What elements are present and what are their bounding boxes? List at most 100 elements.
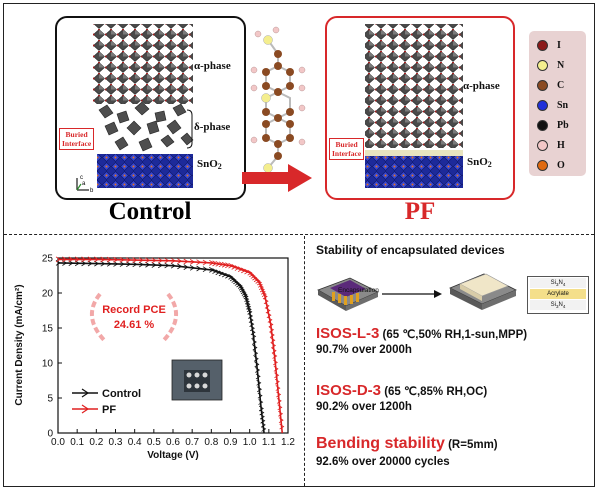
data-point-control [253, 355, 259, 362]
data-point-pf [138, 257, 144, 264]
data-point-pf [257, 281, 263, 288]
data-point-control [240, 288, 246, 295]
data-point-pf [255, 278, 261, 284]
data-point-pf [237, 266, 243, 273]
data-point-control [81, 260, 87, 267]
layer-bottom: Si3N4 [530, 300, 586, 310]
data-point-control [138, 261, 144, 268]
x-tick-label: 0.1 [70, 437, 84, 448]
x-tick-label: 0.3 [109, 437, 123, 448]
y-tick-label: 15 [42, 324, 54, 335]
data-point-control [212, 268, 218, 274]
layer-top: Si3N4 [530, 278, 586, 288]
legend-dot-C [537, 79, 548, 91]
data-point-pf [221, 261, 227, 268]
legend-item: C [537, 78, 564, 92]
data-point-pf [266, 312, 272, 319]
record-pce-badge: Record PCE 24.61 % [90, 292, 178, 342]
stability-title: Stability of encapsulated devices [316, 243, 505, 257]
data-point-pf [113, 256, 119, 263]
data-point-control [233, 278, 239, 285]
y-tick-label: 20 [42, 289, 54, 300]
encapsulation-arrowhead [434, 290, 442, 298]
data-point-pf [259, 286, 265, 293]
data-point-control [229, 275, 235, 282]
data-point-control [215, 269, 221, 276]
data-point-control [255, 367, 261, 373]
data-point-pf [81, 256, 87, 263]
data-point-control [244, 296, 250, 302]
data-point-control [256, 379, 262, 386]
data-point-pf [177, 258, 183, 264]
data-point-pf [145, 257, 151, 264]
x-tick-label: 1.2 [281, 437, 295, 448]
data-point-control [100, 260, 106, 267]
axis-a-label: a [82, 181, 86, 187]
data-point-pf [273, 359, 278, 366]
x-tick-label: 0.2 [89, 437, 103, 448]
data-point-control [234, 280, 240, 286]
data-point-control [87, 260, 93, 267]
test-isos-d3: ISOS-D-3 (65 ℃,85% RH,OC) [316, 382, 488, 399]
data-point-pf [215, 260, 221, 267]
data-point-pf [183, 258, 189, 265]
data-point-pf [100, 256, 106, 263]
control-alpha-label: α-phase [194, 60, 231, 72]
data-point-control [218, 270, 224, 277]
data-point-pf [268, 321, 274, 328]
data-point-pf [241, 267, 247, 274]
data-point-control [196, 265, 202, 272]
data-point-pf [196, 259, 202, 266]
legend-item: H [537, 138, 565, 152]
encapsulation-label: Encapsulation [338, 287, 379, 294]
laurel-left [90, 292, 106, 342]
data-point-control [151, 262, 157, 268]
data-point-control [132, 261, 138, 268]
x-tick-label: 0.4 [128, 437, 142, 448]
data-point-control [237, 283, 243, 289]
atom-legend: I N C Sn Pb H O [529, 31, 586, 176]
data-point-pf [270, 337, 276, 344]
data-point-control [238, 284, 244, 291]
data-point-pf [231, 264, 237, 270]
legend-dot-O [537, 159, 548, 171]
data-point-pf [277, 404, 283, 411]
legend-item: Sn [537, 98, 568, 112]
data-point-control [245, 301, 251, 308]
pf-sno2-label: SnO2 [467, 156, 492, 169]
data-point-pf [279, 423, 285, 430]
data-point-pf [261, 291, 267, 298]
layer-acrylate: Acrylate [530, 289, 586, 299]
data-point-pf [218, 261, 224, 268]
data-point-pf [262, 293, 268, 300]
legend-dot-I [537, 39, 548, 51]
x-tick-label: 1.0 [243, 437, 257, 448]
data-point-control [209, 267, 215, 273]
data-point-control [202, 266, 208, 273]
x-tick-label: 0.8 [204, 437, 218, 448]
data-point-control [170, 262, 176, 269]
data-point-pf [228, 262, 234, 269]
data-point-pf [62, 256, 68, 263]
data-point-control [94, 260, 100, 267]
legend-item: N [537, 58, 564, 72]
data-point-control [257, 386, 263, 393]
data-point-pf [55, 256, 61, 263]
y-tick-label: 25 [42, 254, 54, 265]
data-point-pf [278, 417, 284, 424]
data-point-control [246, 306, 252, 313]
y-axis-title: Current Density (mA/cm²) [14, 284, 25, 405]
transition-arrow [242, 164, 312, 192]
test-isos-l3-result: 90.7% over 2000h [316, 344, 412, 356]
data-point-pf [87, 256, 93, 263]
data-point-pf [263, 298, 269, 305]
data-point-pf [276, 391, 282, 398]
data-point-control [221, 271, 227, 278]
data-point-control [113, 261, 119, 267]
data-point-pf [257, 279, 263, 286]
record-pce-value: 24.61 % [114, 319, 155, 331]
data-point-pf [269, 326, 275, 333]
data-point-pf [269, 332, 275, 338]
